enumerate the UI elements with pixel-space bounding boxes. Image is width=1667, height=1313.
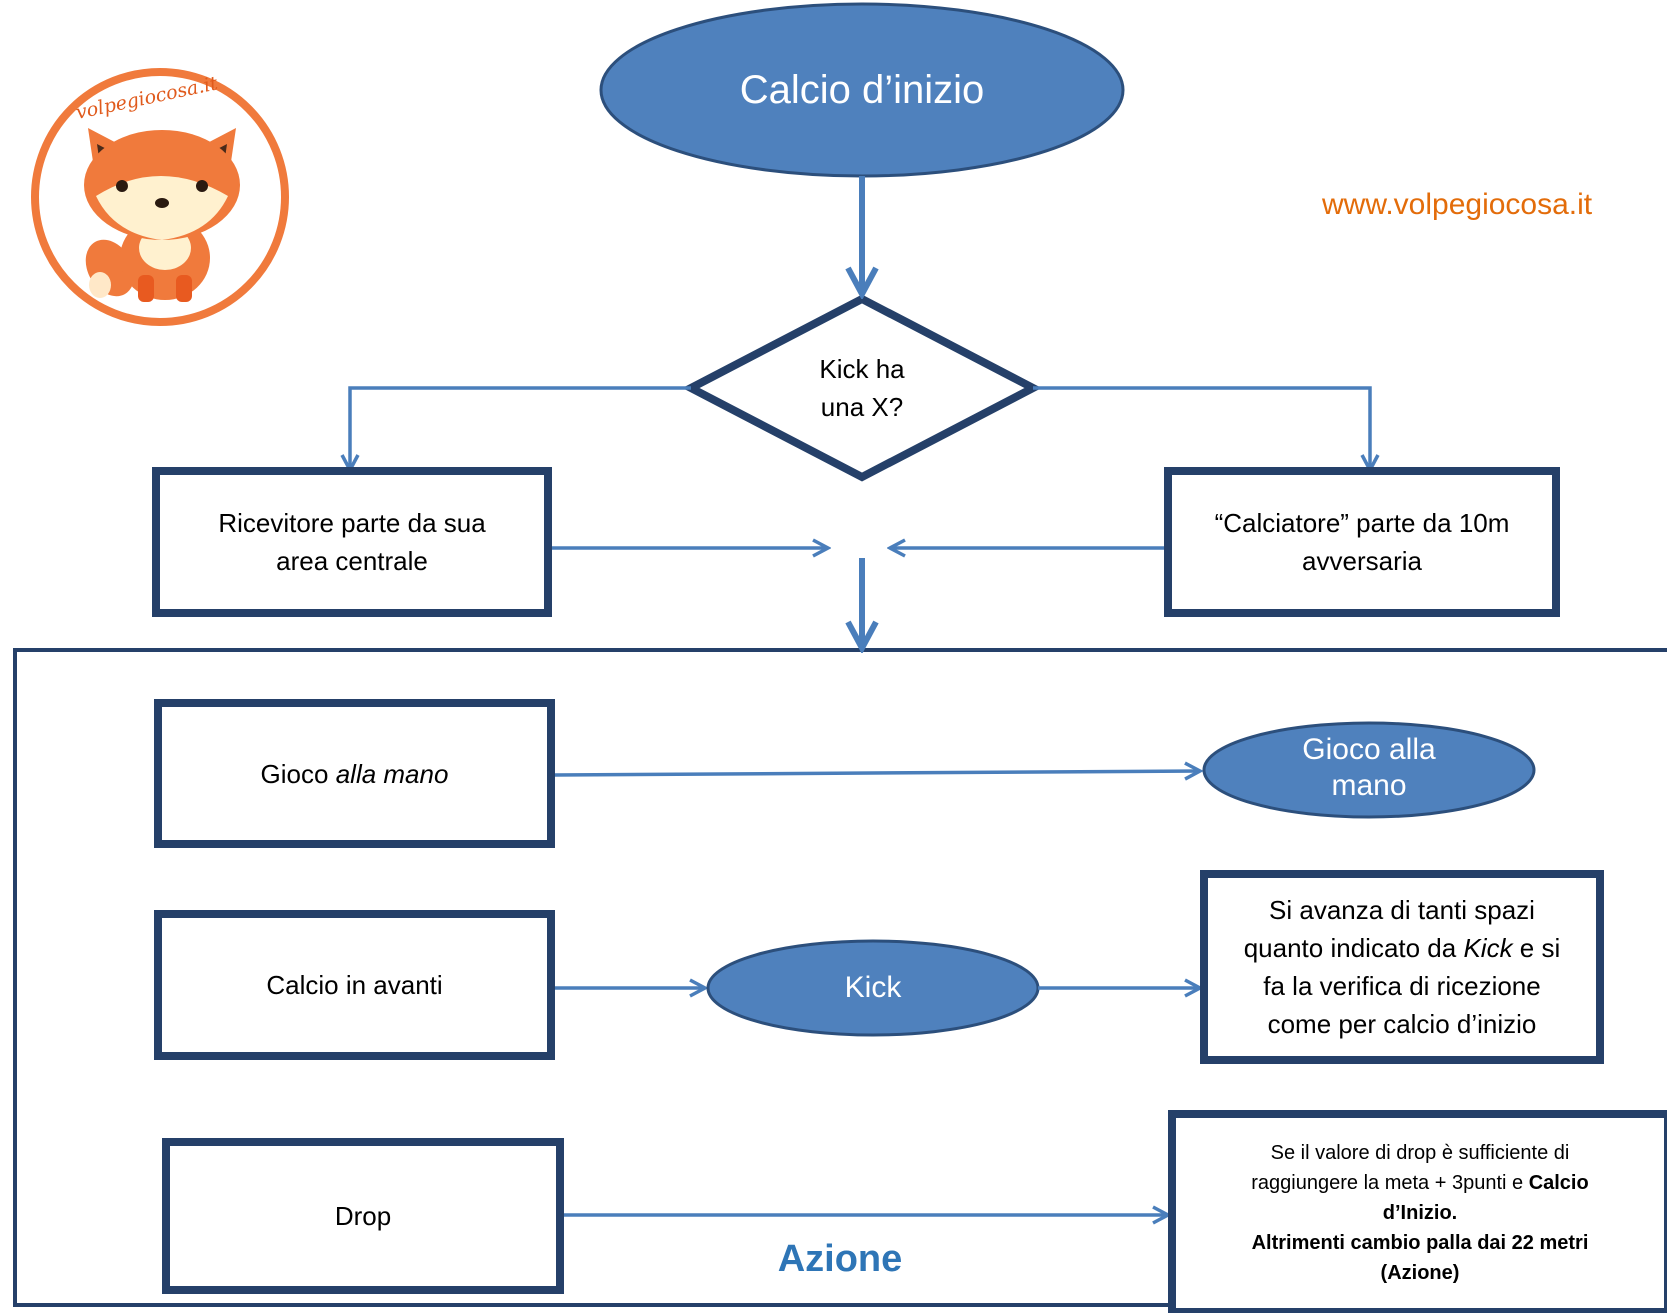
forward-kick-label: Calcio in avanti bbox=[266, 970, 443, 1000]
start-node: Calcio d’inizio bbox=[601, 60, 1123, 120]
arrow-hand-play bbox=[554, 771, 1200, 775]
kicker-line-1: “Calciatore” parte da 10m bbox=[1214, 508, 1510, 538]
drop-result-line-2: raggiungere la meta + 3punti e Calcio bbox=[1251, 1168, 1588, 1198]
kick-result-line-3: fa la verifica di ricezione bbox=[1263, 971, 1541, 1001]
kick-result-node: Si avanza di tanti spazi quanto indicato… bbox=[1208, 878, 1596, 1056]
receiver-line-2: area centrale bbox=[276, 546, 428, 576]
kicker-box bbox=[1164, 467, 1560, 617]
arrow-decision-to-kicker bbox=[1033, 386, 1370, 470]
kick-label: Kick bbox=[844, 971, 902, 1004]
arrow-decision-to-receiver bbox=[350, 386, 691, 470]
drop-box bbox=[162, 1138, 564, 1294]
receiver-node: Ricevitore parte da sua area centrale bbox=[160, 475, 544, 609]
receiver-box bbox=[152, 467, 552, 617]
drop-result-line-2-prefix: raggiungere la meta + 3punti e bbox=[1251, 1172, 1529, 1194]
kicker-line-2: avversaria bbox=[1302, 546, 1422, 576]
hand-play-result-node: Gioco alla mano bbox=[1204, 726, 1534, 810]
kick-result-box bbox=[1200, 870, 1604, 1064]
azione-title: Azione bbox=[777, 1238, 903, 1280]
hand-play-prefix: Gioco bbox=[260, 758, 336, 789]
drop-result-line-5: (Azione) bbox=[1380, 1262, 1460, 1284]
kick-node: Kick bbox=[708, 958, 1038, 1018]
start-node-label: Calcio d’inizio bbox=[739, 68, 985, 112]
hand-play-result-shape bbox=[1202, 721, 1536, 819]
drop-node: Drop bbox=[170, 1146, 556, 1286]
fox-logo-icon: volpegiocosa.it bbox=[31, 68, 289, 326]
drop-label: Drop bbox=[334, 1201, 392, 1231]
hand-play-result-line-1: Gioco alla bbox=[1302, 733, 1436, 766]
hand-play-emphasis: alla mano bbox=[335, 758, 449, 789]
kick-result-line-2: quanto indicato da Kick e si bbox=[1244, 929, 1561, 967]
kick-result-line-1: Si avanza di tanti spazi bbox=[1269, 895, 1535, 925]
drop-result-node: Se il valore di drop è sufficiente di ra… bbox=[1176, 1118, 1664, 1308]
drop-result-line-2-bold: Calcio bbox=[1528, 1172, 1589, 1194]
kick-result-line-2-emphasis: Kick bbox=[1463, 933, 1513, 963]
drop-result-line-4: Altrimenti cambio palla dai 22 metri bbox=[1251, 1232, 1589, 1254]
drop-result-line-3: d’Inizio. bbox=[1382, 1202, 1458, 1224]
drop-result-line-1: Se il valore di drop è sufficiente di bbox=[1270, 1142, 1570, 1164]
kick-result-line-2-prefix: quanto indicato da bbox=[1243, 933, 1464, 963]
hand-play-box bbox=[154, 699, 555, 848]
hand-play-result-line-2: mano bbox=[1331, 769, 1407, 802]
kick-result-line-2-suffix: e si bbox=[1512, 933, 1561, 963]
kick-result-line-4: come per calcio d’inizio bbox=[1267, 1009, 1537, 1039]
drop-result-box bbox=[1168, 1110, 1667, 1313]
decision-node: Kick ha una X? bbox=[770, 346, 954, 430]
hand-play-node: Gioco alla mano bbox=[162, 707, 547, 840]
website-url: www.volpegiocosa.it bbox=[1322, 188, 1593, 221]
kicker-node: “Calciatore” parte da 10m avversaria bbox=[1172, 475, 1552, 609]
decision-line-1: Kick ha bbox=[819, 354, 905, 384]
receiver-line-1: Ricevitore parte da sua bbox=[218, 508, 486, 538]
decision-node-shape bbox=[682, 294, 1042, 482]
forward-kick-node: Calcio in avanti bbox=[162, 918, 547, 1052]
decision-line-2: una X? bbox=[820, 392, 904, 422]
forward-kick-box bbox=[154, 910, 555, 1060]
